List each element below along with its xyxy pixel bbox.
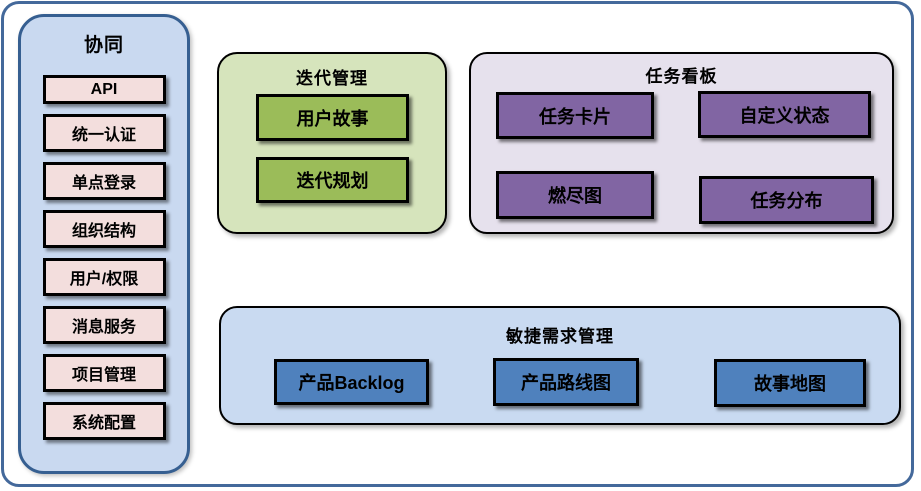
panel-agile-requirements: 敏捷需求管理 产品Backlog 产品路线图 故事地图	[219, 306, 901, 425]
sidebar-item-system-config: 系统配置	[42, 402, 166, 440]
sidebar-item-project-management: 项目管理	[42, 354, 166, 392]
item-product-roadmap: 产品路线图	[493, 358, 639, 406]
sidebar-item-message-service: 消息服务	[42, 306, 166, 344]
item-user-story: 用户故事	[256, 94, 409, 141]
panel-agile-title: 敏捷需求管理	[506, 327, 614, 346]
item-burndown-chart: 燃尽图	[496, 171, 654, 219]
item-task-distribution: 任务分布	[699, 176, 874, 224]
panel-iteration-title: 迭代管理	[296, 69, 368, 88]
panel-iteration-management: 迭代管理 用户故事 迭代规划	[217, 52, 447, 234]
item-product-backlog: 产品Backlog	[274, 359, 429, 405]
sidebar-item-org-structure: 组织结构	[42, 210, 166, 248]
sidebar-item-single-sign-on: 单点登录	[42, 162, 166, 200]
item-iteration-planning: 迭代规划	[256, 157, 409, 203]
sidebar-panel-collaboration: 协同 API 统一认证 单点登录 组织结构 用户/权限 消息服务 项目管理 系统…	[18, 14, 190, 474]
panel-task-board: 任务看板 任务卡片 自定义状态 燃尽图 任务分布	[469, 52, 894, 234]
item-custom-status: 自定义状态	[698, 91, 871, 138]
sidebar-title: 协同	[83, 35, 124, 56]
item-task-card: 任务卡片	[496, 92, 654, 139]
sidebar-item-unified-auth: 统一认证	[42, 114, 166, 152]
sidebar-item-api: API	[42, 75, 166, 104]
item-story-map: 故事地图	[714, 359, 866, 407]
sidebar-item-user-permissions: 用户/权限	[42, 258, 166, 296]
panel-taskboard-title: 任务看板	[645, 67, 718, 86]
sidebar-item-list: API 统一认证 单点登录 组织结构 用户/权限 消息服务 项目管理 系统配置	[21, 75, 187, 440]
